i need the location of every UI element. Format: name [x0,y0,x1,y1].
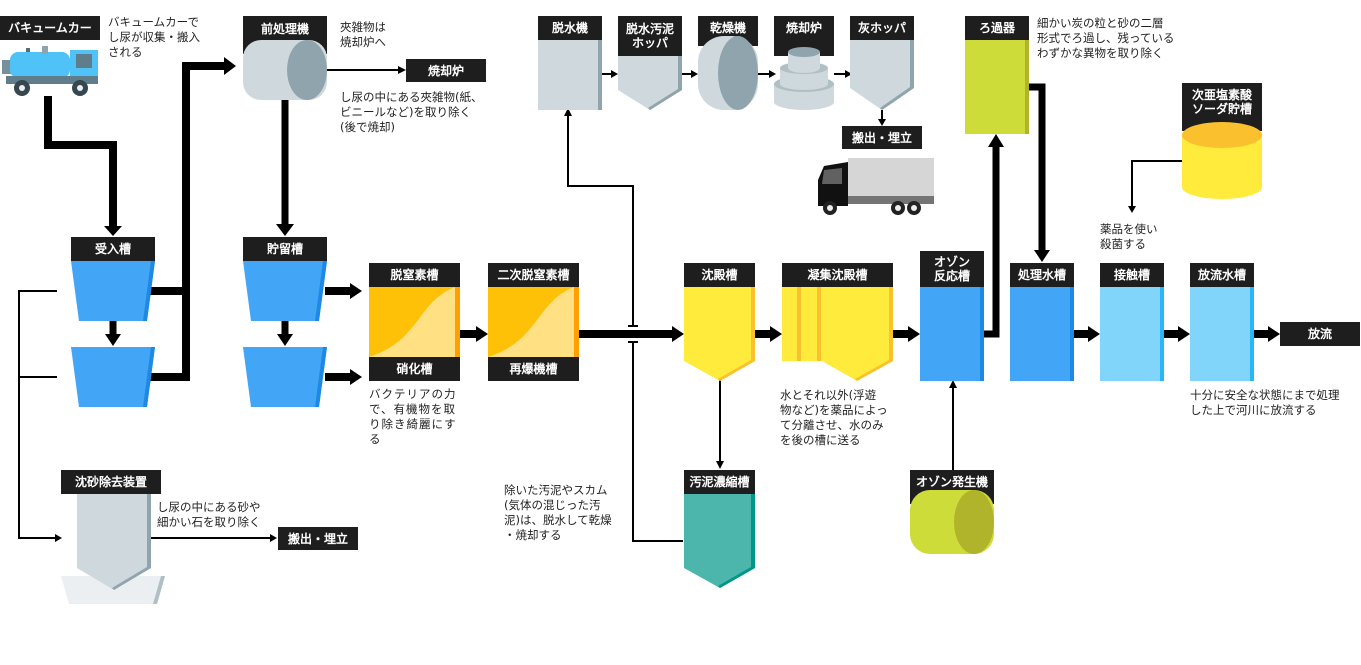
treated-water-tank [1010,287,1074,381]
dehydrator-shape [538,40,602,110]
incinerator-label: 焼却炉 [774,16,834,40]
note-line: バキュームカーで [108,15,199,29]
ozone-generator-shape [910,490,994,554]
note-line: 除いた汚泥やスカム [504,483,608,497]
note-line: 薬品を使い [1100,222,1158,236]
receiving-tank-upper [71,261,155,321]
landfill-top-label: 搬出・埋立 [842,126,922,149]
flow-car-to-receiving [44,96,117,228]
coagulation-label: 凝集沈殿槽 [782,263,893,287]
cargo-truck-icon [818,158,934,215]
storage-tank-upper [243,261,327,321]
bacteria-note: バクテリアの力 で、有機物を取 り除き綺麗にす る [369,387,457,447]
note-line: 夾雑物は [340,20,386,34]
receiving-tank-lower [71,347,155,407]
hypochlorite-tank-label: 次亜塩素酸 ソーダ貯槽 [1182,83,1262,121]
discharge-label: 放流 [1280,322,1360,346]
secondary-denitrification-label: 二次脱窒素槽 [488,263,579,287]
ozone-reactor-tank [920,287,984,381]
discharge-note: 十分に安全な状態にまで処理 した上で河川に放流する [1190,388,1340,418]
ozone-reactor-label: オゾン 反応槽 [920,251,984,287]
vacuum-truck-icon [2,46,98,96]
coagulation-note: 水とそれ以外(浮遊 物など)を薬品によっ て分離させ、水のみ を後の槽に送る [780,388,888,448]
pretreatment-note-top: 夾雑物は 焼却炉へ [340,20,386,50]
denitrification-label: 脱窒素槽 [369,263,460,287]
note-line: 形式でろ過し、残っている [1037,31,1175,45]
receiving-tank-label: 受入槽 [71,237,155,261]
note-line: (気体の混じった汚 [504,498,601,512]
flow-receiving-to-pretreatment [150,62,226,295]
chemical-note: 薬品を使い 殺菌する [1100,222,1158,252]
landfill-bottom-label: 搬出・埋立 [278,527,358,550]
note-line: て分離させ、水のみ [780,418,884,432]
dewatered-hopper-shape [618,56,682,110]
sedimentation-label: 沈殿槽 [684,263,755,287]
note-line: し尿の中にある砂や [157,500,261,514]
treated-water-tank-label: 処理水槽 [1010,263,1074,287]
note-line: ・焼却する [504,528,562,542]
note-line: で、有機物を取 [369,402,457,416]
filter-tank [965,40,1029,134]
dryer-shape [698,36,758,110]
note-line: 十分に安全な状態にまで処理 [1190,388,1340,402]
note-line: 焼却炉へ [340,35,386,49]
note-line: る [369,432,382,446]
dehydrator-label: 脱水機 [538,16,602,40]
note-line: 泥)は、脱水して乾燥 [504,513,612,527]
secondary-denitrification-tank [488,287,579,357]
incinerator-shape [774,40,834,110]
note-line: バクテリアの力 [369,387,457,401]
grit-removal-label: 沈砂除去装置 [61,470,161,494]
note-line: 殺菌する [1100,237,1146,251]
nitrification-label: 硝化槽 [369,357,460,381]
ash-hopper-shape [850,40,914,110]
sludge-thickener-tank [684,494,755,588]
grit-note: し尿の中にある砂や 細かい石を取り除く [157,500,261,530]
sludge-note: 除いた汚泥やスカム (気体の混じった汚 泥)は、脱水して乾燥 ・焼却する [504,483,612,543]
sludge-thickener-label: 汚泥濃縮槽 [684,470,755,494]
note-line: わずかな異物を取り除く [1037,46,1164,60]
ash-hopper-label: 灰ホッパ [850,16,914,40]
hypochlorite-tank-shape [1182,121,1262,199]
note-line: り除き綺麗にす [369,417,457,431]
note-line: し尿が収集・搬入 [108,30,200,44]
note-line: した上で河川に放流する [1190,403,1317,417]
vacuum-car-label: バキュームカー [0,16,100,40]
sedimentation-tank [684,287,755,381]
discharge-tank-label: 放流水槽 [1190,263,1254,287]
contact-tank [1100,287,1164,381]
note-line: し尿の中にある夾雑物(紙、 [340,90,483,104]
note-line: 物など)を薬品によっ [780,403,888,417]
pretreatment-drum-shape [243,40,327,100]
vacuum-car-note: バキュームカーで し尿が収集・搬入 される [108,15,200,60]
filter-label: ろ過器 [965,16,1029,40]
note-line: ビニールなど)を取り除く [340,105,471,119]
coagulation-tank [782,287,893,381]
note-line: 水とそれ以外(浮遊 [780,388,877,402]
reaeration-label: 再爆機槽 [488,357,579,381]
pretreatment-note-bottom: し尿の中にある夾雑物(紙、 ビニールなど)を取り除く (後で焼却) [340,90,483,135]
pretreatment-label: 前処理機 [243,16,327,42]
note-line: 細かい石を取り除く [157,515,261,529]
contact-tank-label: 接触槽 [1100,263,1164,287]
note-line: 細かい炭の粒と砂の二層 [1037,16,1164,30]
note-line: される [108,45,143,59]
discharge-tank [1190,287,1254,381]
note-line: を後の槽に送る [780,433,861,447]
grit-removal-shape [61,494,165,604]
dewatered-hopper-label: 脱水汚泥 ホッパ [618,16,682,56]
note-line: (後で焼却) [340,120,395,134]
storage-tank-label: 貯留槽 [243,237,327,261]
denitrification-tank [369,287,460,357]
storage-tank-lower [243,347,327,407]
incinerator-output-label: 焼却炉 [406,59,486,82]
filter-note: 細かい炭の粒と砂の二層 形式でろ過し、残っている わずかな異物を取り除く [1037,16,1174,61]
